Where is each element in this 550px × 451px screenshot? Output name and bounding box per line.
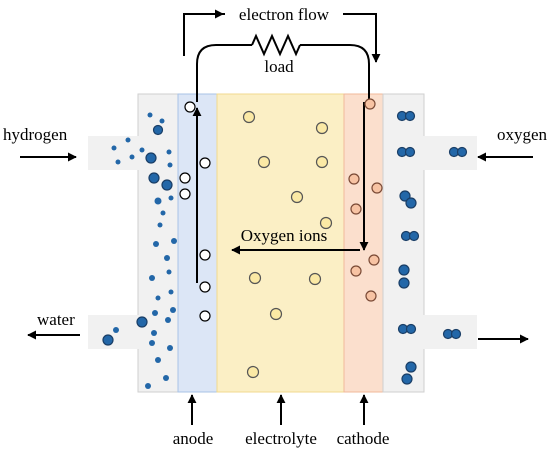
hydrogen-particle bbox=[157, 222, 163, 228]
cathode-ion-particle bbox=[348, 173, 360, 185]
hydrogen-particle bbox=[170, 307, 176, 313]
oxygen-ion-particle bbox=[248, 271, 262, 285]
hydrogen-particle bbox=[125, 137, 131, 143]
hydrogen-particle bbox=[152, 124, 164, 136]
air-channel-layer bbox=[382, 93, 425, 393]
oxygen-ion-particle bbox=[315, 121, 329, 135]
oxygen-atom bbox=[405, 197, 417, 209]
hydrogen-particle bbox=[149, 340, 155, 346]
hydrogen-particle bbox=[111, 145, 117, 151]
hydrogen-particle bbox=[136, 316, 148, 328]
hydrogen-particle bbox=[149, 275, 155, 281]
hydrogen-label: hydrogen bbox=[3, 125, 68, 144]
electron-particle bbox=[199, 281, 211, 293]
electron-particle bbox=[199, 249, 211, 261]
electrolyte-label: electrolyte bbox=[245, 429, 317, 448]
oxygen-atom bbox=[401, 373, 413, 385]
hydrogen-particle bbox=[164, 255, 170, 261]
hydrogen-particle bbox=[148, 172, 160, 184]
oxygen-atom bbox=[399, 190, 411, 202]
hydrogen-particle bbox=[161, 179, 173, 191]
cathode-label: cathode bbox=[337, 429, 390, 448]
cathode-ion-particle bbox=[368, 254, 380, 266]
oxygen-molecule bbox=[408, 230, 420, 242]
hydrogen-particle bbox=[147, 112, 153, 118]
hydrogen-particle bbox=[171, 238, 177, 244]
electron-particle bbox=[179, 172, 191, 184]
hydrogen-particle bbox=[153, 241, 159, 247]
cathode-ion-particle bbox=[350, 265, 362, 277]
hydrogen-particle bbox=[168, 195, 174, 201]
electrolyte-layer bbox=[216, 93, 345, 393]
hydrogen-particle bbox=[139, 147, 145, 153]
hydrogen-particle bbox=[145, 383, 151, 389]
oxygen-molecule bbox=[456, 146, 468, 158]
hydrogen-particle bbox=[154, 197, 162, 205]
hydrogen-particle bbox=[166, 269, 172, 275]
load-label: load bbox=[264, 57, 294, 76]
oxygen-molecule bbox=[404, 146, 416, 158]
hydrogen-particle bbox=[145, 152, 157, 164]
oxygen-atom bbox=[398, 264, 410, 276]
hydrogen-particle bbox=[151, 330, 157, 336]
hydrogen-particle bbox=[113, 327, 119, 333]
cathode-ion-particle bbox=[371, 182, 383, 194]
anode-label: anode bbox=[173, 429, 214, 448]
electron-particle bbox=[199, 310, 211, 322]
load-resistor bbox=[251, 33, 301, 57]
hydrogen-particle bbox=[159, 118, 165, 124]
particle-layer bbox=[102, 98, 468, 389]
oxygen-molecule bbox=[450, 328, 462, 340]
hydrogen-particle bbox=[155, 357, 161, 363]
hydrogen-particle bbox=[115, 159, 121, 165]
oxygen-ions-label: Oxygen ions bbox=[241, 226, 327, 245]
hydrogen-particle bbox=[166, 149, 172, 155]
oxygen-ion-particle bbox=[319, 216, 333, 230]
electron-particle bbox=[184, 101, 196, 113]
hydrogen-particle bbox=[165, 317, 171, 323]
oxygen-ion-particle bbox=[269, 307, 283, 321]
water-label: water bbox=[37, 310, 75, 329]
oxygen-ion-particle bbox=[257, 155, 271, 169]
oxygen-atom bbox=[398, 277, 410, 289]
electron-particle bbox=[199, 157, 211, 169]
hydrogen-particle bbox=[152, 310, 158, 316]
oxygen-ion-particle bbox=[308, 272, 322, 286]
hydrogen-particle bbox=[167, 345, 173, 351]
oxygen-molecule bbox=[405, 323, 417, 335]
cathode-ion-particle bbox=[365, 290, 377, 302]
electron-flow-label: electron flow bbox=[239, 5, 330, 24]
electron-particle bbox=[179, 188, 191, 200]
hydrogen-particle bbox=[155, 295, 161, 301]
hydrogen-particle bbox=[129, 154, 135, 160]
hydrogen-particle bbox=[168, 289, 174, 295]
oxygen-molecule bbox=[404, 110, 416, 122]
oxygen-ion-particle bbox=[315, 155, 329, 169]
cathode-ion-particle bbox=[350, 203, 362, 215]
hydrogen-particle bbox=[163, 375, 169, 381]
oxygen-ion-particle bbox=[290, 190, 304, 204]
oxygen-ion-particle bbox=[242, 110, 256, 124]
hydrogen-inlet-tab bbox=[88, 136, 140, 170]
hydrogen-particle bbox=[102, 334, 114, 346]
cathode-ion-particle bbox=[364, 98, 376, 110]
oxygen-atom bbox=[405, 361, 417, 373]
oxygen-ion-particle bbox=[246, 365, 260, 379]
hydrogen-particle bbox=[167, 162, 173, 168]
hydrogen-particle bbox=[160, 210, 166, 216]
oxygen-label: oxygen bbox=[497, 125, 548, 144]
